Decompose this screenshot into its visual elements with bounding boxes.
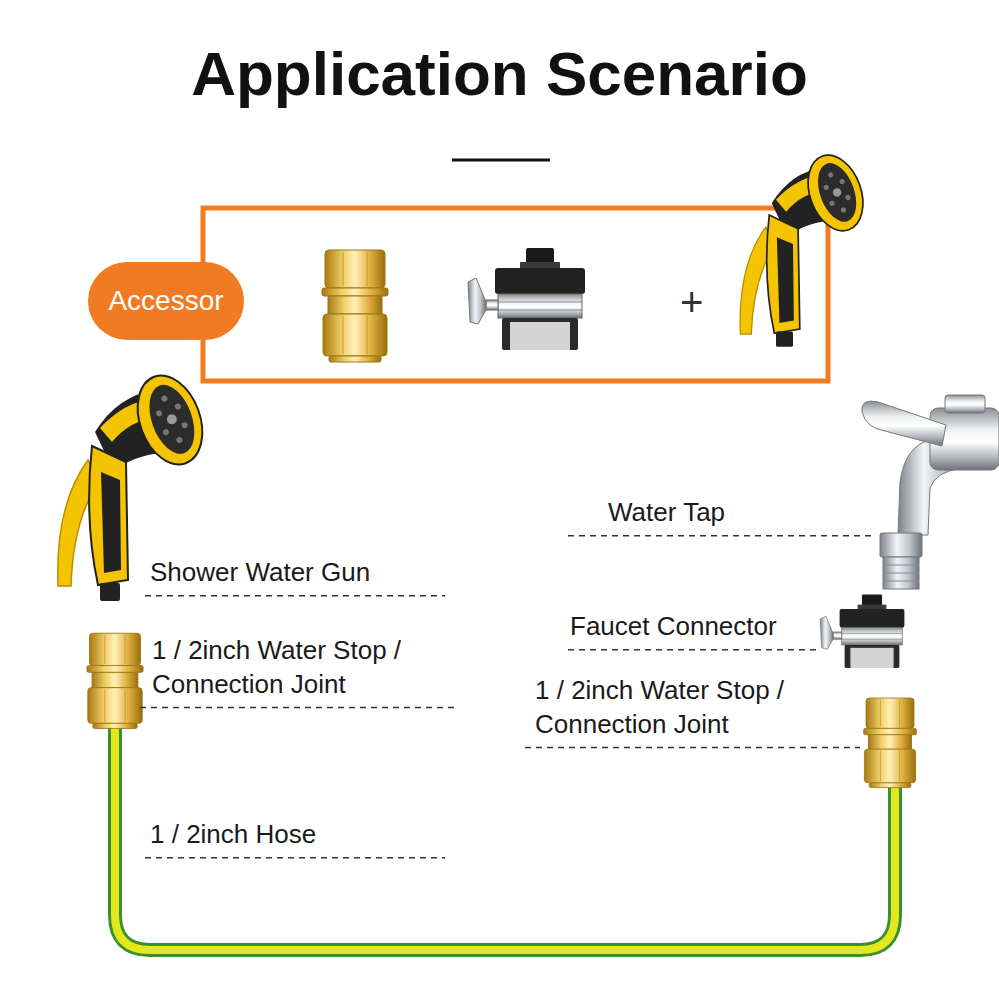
part-name: Shower Water Gun	[150, 556, 470, 590]
leader-line	[145, 595, 445, 597]
pill-text: Accessor	[108, 285, 223, 317]
accessory-pill: Accessor	[88, 262, 244, 340]
part-name: 1 / 2inch Water Stop / Connection Joint	[535, 674, 855, 742]
leader-line	[568, 649, 816, 651]
part-name: 1 / 2inch Hose	[150, 818, 470, 852]
title: Application Scenario	[0, 38, 999, 109]
leader-line	[140, 707, 455, 709]
leader-line	[525, 747, 860, 749]
part-name: Faucet Connector	[570, 610, 810, 644]
part-name: Water Tap	[608, 496, 858, 530]
leader-line	[145, 857, 445, 859]
plus-sign: +	[680, 276, 703, 328]
part-name: 1 / 2inch Water Stop / Connection Joint	[152, 634, 472, 702]
leader-line	[568, 535, 872, 537]
